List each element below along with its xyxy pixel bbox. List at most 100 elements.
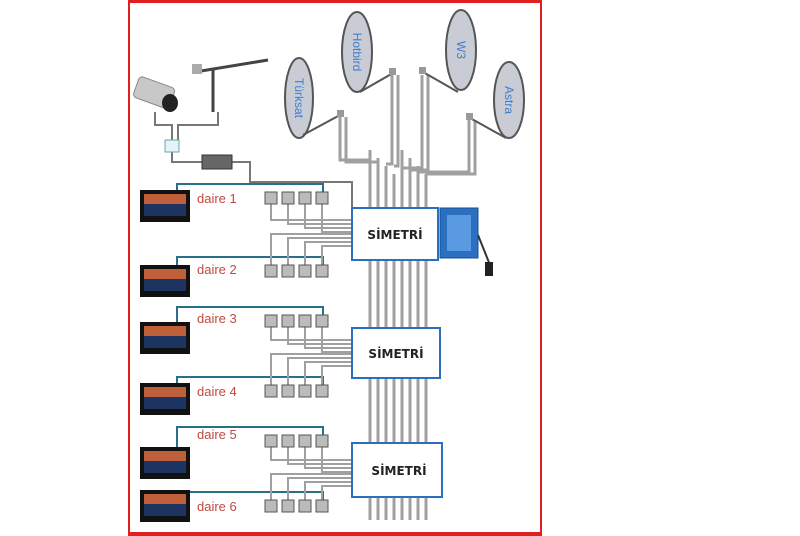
combiner-icon [164, 139, 180, 153]
tv-icon [140, 265, 190, 297]
wall-socket [315, 434, 329, 448]
multiswitch-3: SİMETRİ [351, 442, 443, 498]
drop-cable [270, 233, 352, 265]
wall-socket [264, 434, 278, 448]
dish-hotbird: Hotbird [341, 11, 396, 93]
lnb-cable [402, 75, 424, 170]
dish-label: Hotbird [350, 33, 364, 72]
drop-cable [287, 237, 352, 265]
drop-cable [287, 357, 352, 385]
lnb-cable [338, 117, 370, 162]
power-supply-icon [439, 207, 493, 276]
wall-socket [298, 314, 312, 328]
tv-picture [144, 326, 186, 336]
lnb-cable [426, 120, 477, 176]
wall-socket [264, 314, 278, 328]
dish-astra: Astra [466, 61, 525, 139]
drop-cable [270, 327, 352, 341]
tv-picture [144, 451, 186, 461]
wall-socket [264, 499, 278, 513]
multiswitch-label: SİMETRİ [371, 463, 426, 478]
lnb-cable [394, 75, 400, 168]
tv-picture [144, 279, 186, 291]
drop-cable [287, 204, 352, 225]
drop-cable [321, 365, 352, 385]
wall-socket [298, 191, 312, 205]
drop-cable [321, 327, 352, 353]
drop-cable [304, 481, 352, 500]
tv-picture [144, 194, 186, 204]
lnb-cable [418, 120, 471, 174]
apartment-label: daire 2 [197, 262, 237, 277]
drop-cable [304, 361, 352, 385]
lnb-cable [386, 75, 394, 166]
tv-picture [144, 397, 186, 409]
tv-cable [176, 183, 324, 192]
drop-cable [321, 447, 352, 473]
apartment-label: daire 6 [197, 499, 237, 514]
wall-socket [298, 499, 312, 513]
tv-icon [140, 322, 190, 354]
tv-list [140, 190, 190, 522]
drop-cable [321, 204, 352, 233]
drop-cable [304, 327, 352, 349]
multiswitch-label: SİMETRİ [367, 227, 422, 242]
drop-cable [270, 353, 352, 385]
multiswitch-1: SİMETRİ [351, 207, 439, 261]
drop-cable [270, 204, 352, 221]
tv-picture [144, 494, 186, 504]
wall-socket [264, 191, 278, 205]
apartment-label: daire 3 [197, 311, 237, 326]
terrestrial-antenna-icon [192, 58, 269, 112]
dish-label: Türksat [292, 78, 306, 119]
drop-cable [270, 473, 352, 500]
tv-icon [140, 447, 190, 479]
dish-label: Astra [502, 86, 516, 114]
apartment-label: daire 1 [197, 191, 237, 206]
tv-cable [176, 306, 324, 322]
wall-socket [315, 384, 329, 398]
dish-turksat: Türksat [284, 57, 344, 139]
tv-picture [144, 336, 186, 348]
drop-cable [321, 245, 352, 265]
wall-socket [298, 384, 312, 398]
multiswitch-2: SİMETRİ [351, 327, 441, 379]
wall-socket [281, 384, 295, 398]
tv-icon [140, 383, 190, 415]
drop-cable [304, 204, 352, 229]
drop-cable [287, 327, 352, 345]
tv-icon [140, 190, 190, 222]
diagram-frame [128, 0, 542, 536]
wall-socket [315, 314, 329, 328]
wall-socket [281, 499, 295, 513]
multiswitch-label: SİMETRİ [368, 346, 423, 361]
wall-socket [264, 264, 278, 278]
drop-cable [304, 241, 352, 265]
apartment-label: daire 4 [197, 384, 237, 399]
camera-icon [133, 76, 178, 112]
tv-cable [176, 426, 324, 447]
tv-picture [144, 461, 186, 473]
wall-socket [315, 264, 329, 278]
drop-cable [321, 485, 352, 500]
wall-socket [298, 264, 312, 278]
cable [232, 161, 353, 208]
apartment-label: daire 5 [197, 427, 237, 442]
dish-label: W3 [454, 41, 468, 59]
cable [154, 112, 173, 140]
wall-socket [281, 264, 295, 278]
tv-icon [140, 490, 190, 522]
wall-socket [264, 384, 278, 398]
wall-socket [281, 191, 295, 205]
drop-cable [287, 477, 352, 500]
lnb-cable [410, 75, 430, 172]
cable [171, 152, 202, 163]
drop-cable [304, 447, 352, 469]
tv-picture [144, 387, 186, 397]
wall-socket [315, 191, 329, 205]
socket-rows [264, 191, 329, 513]
lnb-cable [344, 117, 378, 164]
drop-cable [287, 447, 352, 465]
dish-w3: W3 [419, 9, 477, 93]
